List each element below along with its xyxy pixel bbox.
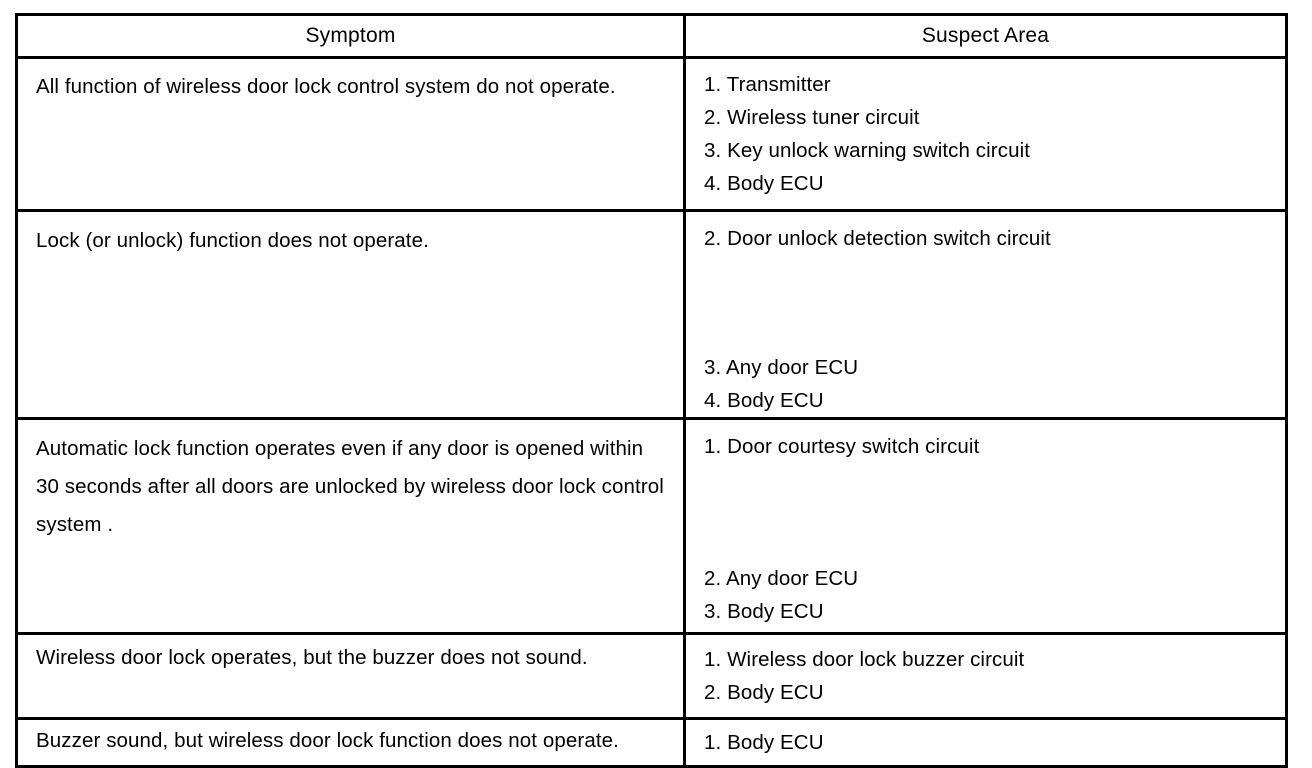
symptom-text: Automatic lock function operates even if… <box>36 437 664 536</box>
symptom-cell-inner: Buzzer sound, but wireless door lock fun… <box>18 720 683 762</box>
suspect-area-cell-inner: 2. Door unlock detection switch circuit … <box>686 212 1285 417</box>
suspect-area-cell: 1. Door courtesy switch circuit 2. Any d… <box>683 417 1288 635</box>
symptom-text: Lock (or unlock) function does not opera… <box>36 229 429 252</box>
symptom-cell: Lock (or unlock) function does not opera… <box>15 209 686 420</box>
symptom-cell-inner: Lock (or unlock) function does not opera… <box>18 212 683 260</box>
suspect-area-item: 2. Body ECU <box>704 681 824 704</box>
suspect-area-cell: 2. Door unlock detection switch circuit … <box>683 209 1288 420</box>
suspect-area-item: 1. Transmitter <box>704 73 831 96</box>
suspect-area-list: 1. Body ECU <box>704 726 1267 759</box>
symptom-suspect-area-table: Symptom Suspect Area All function of wir… <box>15 13 1288 768</box>
symptom-text: Wireless door lock operates, but the buz… <box>36 646 588 669</box>
symptom-cell-inner: Automatic lock function operates even if… <box>18 420 683 544</box>
suspect-area-item: 4. Body ECU <box>704 172 824 195</box>
table-row: Buzzer sound, but wireless door lock fun… <box>15 717 1288 768</box>
symptom-text: Buzzer sound, but wireless door lock fun… <box>36 729 619 752</box>
symptom-cell: All function of wireless door lock contr… <box>15 56 686 212</box>
table-row: All function of wireless door lock contr… <box>15 56 1288 212</box>
table-body: All function of wireless door lock contr… <box>15 56 1288 768</box>
suspect-area-item: 1. Door courtesy switch circuit <box>704 435 980 458</box>
symptom-cell: Buzzer sound, but wireless door lock fun… <box>15 717 686 768</box>
column-header-suspect-area-label: Suspect Area <box>921 24 1050 47</box>
suspect-area-list: 1. Door courtesy switch circuit 2. Any d… <box>704 430 1267 628</box>
table-header-row: Symptom Suspect Area <box>15 13 1288 59</box>
suspect-area-item: 1. Wireless door lock buzzer circuit <box>704 648 1025 671</box>
suspect-area-list: 2. Door unlock detection switch circuit … <box>704 222 1267 417</box>
column-header-symptom: Symptom <box>15 13 686 59</box>
suspect-area-cell-inner: 1. Wireless door lock buzzer circuit 2. … <box>686 635 1285 717</box>
table-row: Automatic lock function operates even if… <box>15 417 1288 635</box>
suspect-area-cell: 1. Wireless door lock buzzer circuit 2. … <box>683 632 1288 720</box>
suspect-area-list: 1. Transmitter 2. Wireless tuner circuit… <box>704 68 1267 200</box>
column-header-suspect-area: Suspect Area <box>683 13 1288 59</box>
suspect-area-item: 2. Wireless tuner circuit <box>704 106 920 129</box>
document-page: Symptom Suspect Area All function of wir… <box>15 13 1288 768</box>
suspect-area-cell: 1. Transmitter 2. Wireless tuner circuit… <box>683 56 1288 212</box>
table-row: Lock (or unlock) function does not opera… <box>15 209 1288 420</box>
symptom-cell-inner: Wireless door lock operates, but the buz… <box>18 635 683 681</box>
table-header: Symptom Suspect Area <box>15 13 1288 59</box>
suspect-area-item: 3. Any door ECU <box>704 356 859 379</box>
suspect-area-item: 1. Body ECU <box>704 731 824 754</box>
table-row: Wireless door lock operates, but the buz… <box>15 632 1288 720</box>
suspect-area-cell-inner: 1. Transmitter 2. Wireless tuner circuit… <box>686 59 1285 209</box>
suspect-area-item: 2. Any door ECU <box>704 567 859 590</box>
suspect-area-cell-inner: 1. Body ECU <box>686 720 1285 765</box>
symptom-cell-inner: All function of wireless door lock contr… <box>18 59 683 115</box>
suspect-area-item: 3. Key unlock warning switch circuit <box>704 139 1031 162</box>
symptom-cell: Automatic lock function operates even if… <box>15 417 686 635</box>
suspect-area-item: 2. Door unlock detection switch circuit <box>704 227 1051 250</box>
suspect-area-cell-inner: 1. Door courtesy switch circuit 2. Any d… <box>686 420 1285 628</box>
suspect-area-item: 4. Body ECU <box>704 389 824 412</box>
suspect-area-cell: 1. Body ECU <box>683 717 1288 768</box>
symptom-text: All function of wireless door lock contr… <box>36 75 616 98</box>
column-header-symptom-label: Symptom <box>305 24 396 47</box>
symptom-cell: Wireless door lock operates, but the buz… <box>15 632 686 720</box>
suspect-area-list: 1. Wireless door lock buzzer circuit 2. … <box>704 643 1267 709</box>
suspect-area-item: 3. Body ECU <box>704 600 824 623</box>
